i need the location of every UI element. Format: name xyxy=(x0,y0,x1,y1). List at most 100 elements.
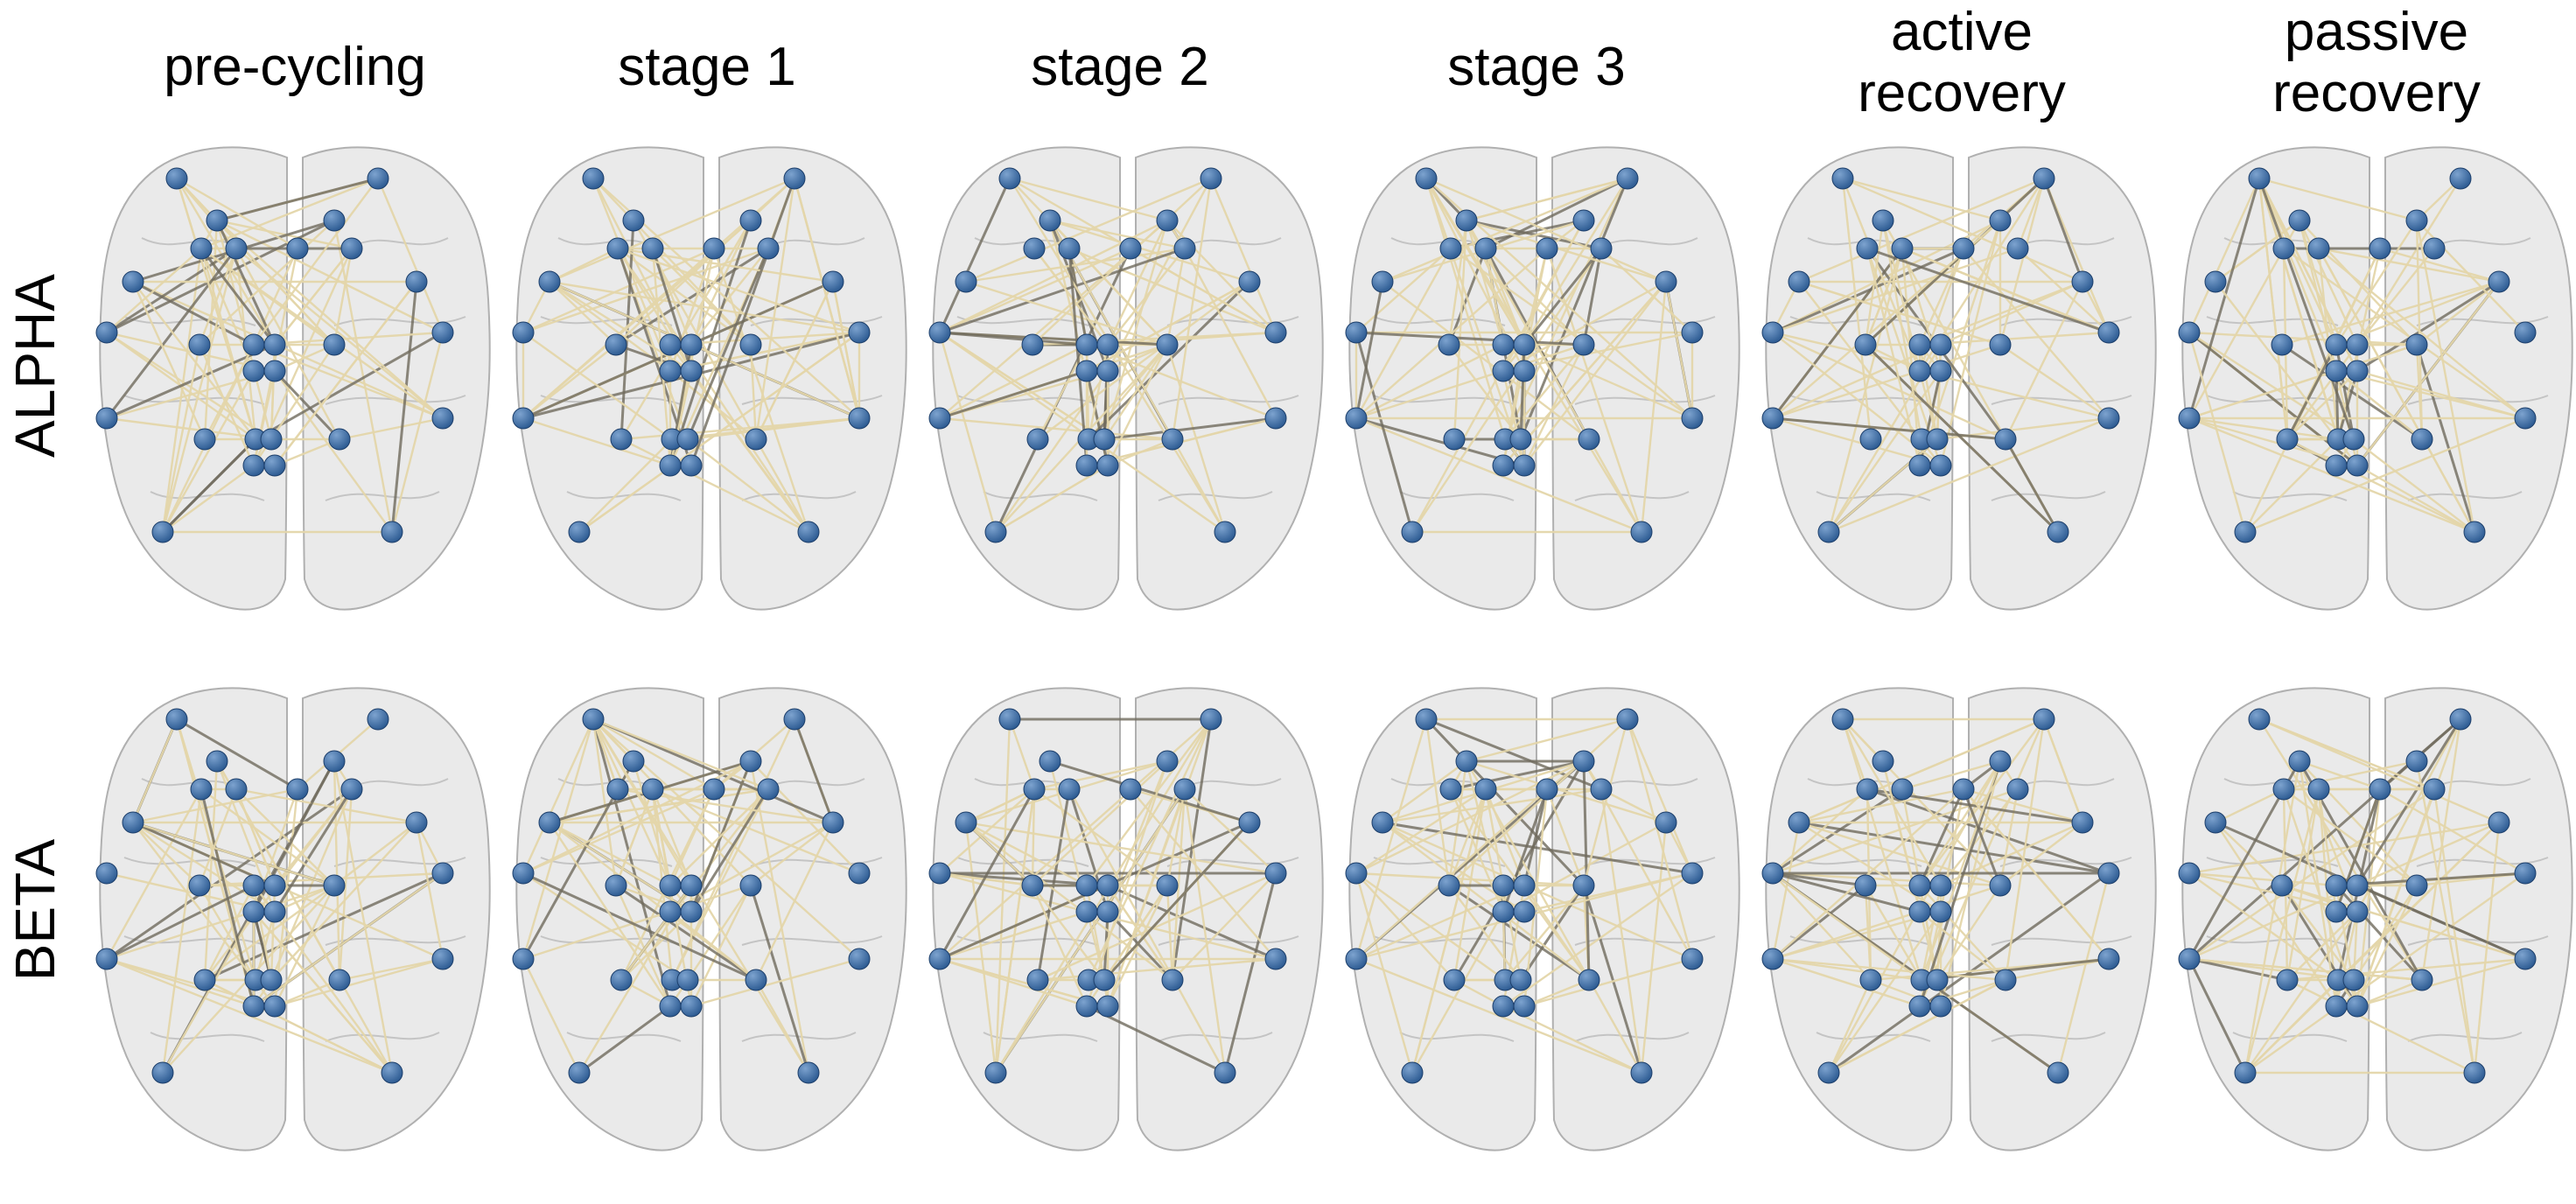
connectivity-edge xyxy=(1106,220,1169,346)
connectivity-edge xyxy=(690,957,860,1008)
electrode-node xyxy=(680,900,703,923)
connectivity-edge xyxy=(1864,248,1904,346)
electrode-node xyxy=(1443,969,1466,991)
gyrus-contour xyxy=(2433,778,2531,788)
connectivity-edge xyxy=(2258,718,2500,824)
connectivity-edge xyxy=(1103,885,1168,981)
connectivity-edge xyxy=(1425,177,1667,284)
electrode-node xyxy=(323,750,346,773)
connectivity-edge xyxy=(1107,248,1186,346)
connectivity-edge xyxy=(2188,872,2337,887)
connectivity-edge xyxy=(1424,718,1586,887)
connectivity-edge xyxy=(2258,178,2289,440)
connectivity-edge xyxy=(234,248,341,440)
electrode-node xyxy=(431,862,454,885)
connectivity-edge xyxy=(938,178,1012,333)
connectivity-edge xyxy=(939,343,1088,420)
connectivity-edge xyxy=(105,248,238,419)
electrode-node xyxy=(1872,209,1894,232)
connectivity-edge xyxy=(2286,788,2320,981)
electrode-node xyxy=(242,360,265,382)
connectivity-edge xyxy=(690,220,752,346)
connectivity-edge xyxy=(2004,281,2084,440)
gyrus-contour xyxy=(557,778,655,788)
electrode-node xyxy=(1345,862,1368,885)
gyrus-contour xyxy=(1816,1032,1931,1042)
gyrus-contour xyxy=(1600,237,1698,248)
connectivity-edge xyxy=(1032,178,1212,346)
electrode-node xyxy=(605,333,627,356)
connectivity-edge xyxy=(1382,177,1628,284)
connectivity-edge xyxy=(2283,760,2418,791)
connectivity-edge xyxy=(2379,247,2500,284)
connectivity-edges xyxy=(938,718,1278,1074)
connectivity-edge xyxy=(132,821,335,887)
electrode-node xyxy=(1994,428,2017,451)
connectivity-edge xyxy=(2258,718,2435,791)
electrode-node xyxy=(1761,407,1784,430)
electrode-node xyxy=(263,360,286,382)
electrode-node xyxy=(1096,900,1119,923)
electrode-node xyxy=(2325,874,2348,897)
connectivity-edge xyxy=(274,788,353,886)
connectivity-edge xyxy=(198,788,238,886)
connectivity-edge xyxy=(274,370,393,533)
brain-network-diagram xyxy=(928,687,1324,1152)
electrode-node xyxy=(1026,428,1049,451)
electrode-node xyxy=(1415,167,1438,190)
connectivity-edge xyxy=(939,369,1088,420)
electrode-node xyxy=(328,969,351,991)
electrode-node xyxy=(263,874,286,897)
electrode-node xyxy=(2178,948,2201,970)
electrode-node xyxy=(680,454,703,477)
electrode-node xyxy=(1891,778,1914,801)
connectivity-edge xyxy=(132,281,256,440)
electrode-node xyxy=(984,1061,1007,1084)
connectivity-edge xyxy=(2298,220,2338,346)
connectivity-edge xyxy=(132,821,276,914)
gyrus-contour xyxy=(1399,491,1515,501)
electrode-node xyxy=(1681,862,1704,885)
electrode-node xyxy=(122,270,144,293)
electrode-node xyxy=(822,811,844,834)
connectivity-edge xyxy=(1032,885,1105,981)
electrode-node xyxy=(2514,862,2537,885)
electrode-node xyxy=(1075,995,1098,1018)
gyrus-contour xyxy=(767,237,865,248)
electrode-node xyxy=(1439,237,1462,260)
connectivity-edge xyxy=(2286,344,2358,440)
connectivity-edge xyxy=(2017,248,2110,333)
connectivity-edge xyxy=(2335,370,2423,440)
connectivity-edge xyxy=(1939,760,2002,1007)
electrode-node xyxy=(1039,750,1061,773)
connectivity-edge xyxy=(274,248,353,346)
electrode-node xyxy=(225,237,248,260)
connectivity-edge xyxy=(332,220,394,533)
electrode-node xyxy=(1119,778,1142,801)
connectivity-edge xyxy=(995,788,1186,1074)
connectivity-edge xyxy=(522,332,673,440)
connectivity-edge xyxy=(2356,248,2435,346)
connectivity-edge xyxy=(549,280,860,334)
electrode-node xyxy=(2449,708,2472,731)
electrode-node xyxy=(998,167,1021,190)
electrode-node xyxy=(1513,995,1536,1018)
column-title-passive-recovery: passive recovery xyxy=(2184,2,2569,124)
electrode-node xyxy=(659,333,682,356)
connectivity-edge xyxy=(273,885,336,1007)
electrode-node xyxy=(2463,1061,2486,1084)
connectivity-edge xyxy=(199,872,444,887)
electrode-node xyxy=(641,778,664,801)
gyrus-contour xyxy=(956,935,1098,946)
electrode-node xyxy=(1681,948,1704,970)
electrode-node xyxy=(1590,237,1613,260)
connectivity-edge xyxy=(1466,718,1628,763)
electrode-node xyxy=(1926,969,1949,991)
connectivity-edge xyxy=(1049,760,1250,824)
connectivity-edge xyxy=(1919,369,2110,420)
column-title-stage-3: stage 3 xyxy=(1447,37,1626,97)
connectivity-edge xyxy=(1425,718,1602,791)
connectivity-edge xyxy=(793,178,861,419)
connectivity-edge xyxy=(2042,178,2084,283)
electrode-node xyxy=(1578,969,1600,991)
